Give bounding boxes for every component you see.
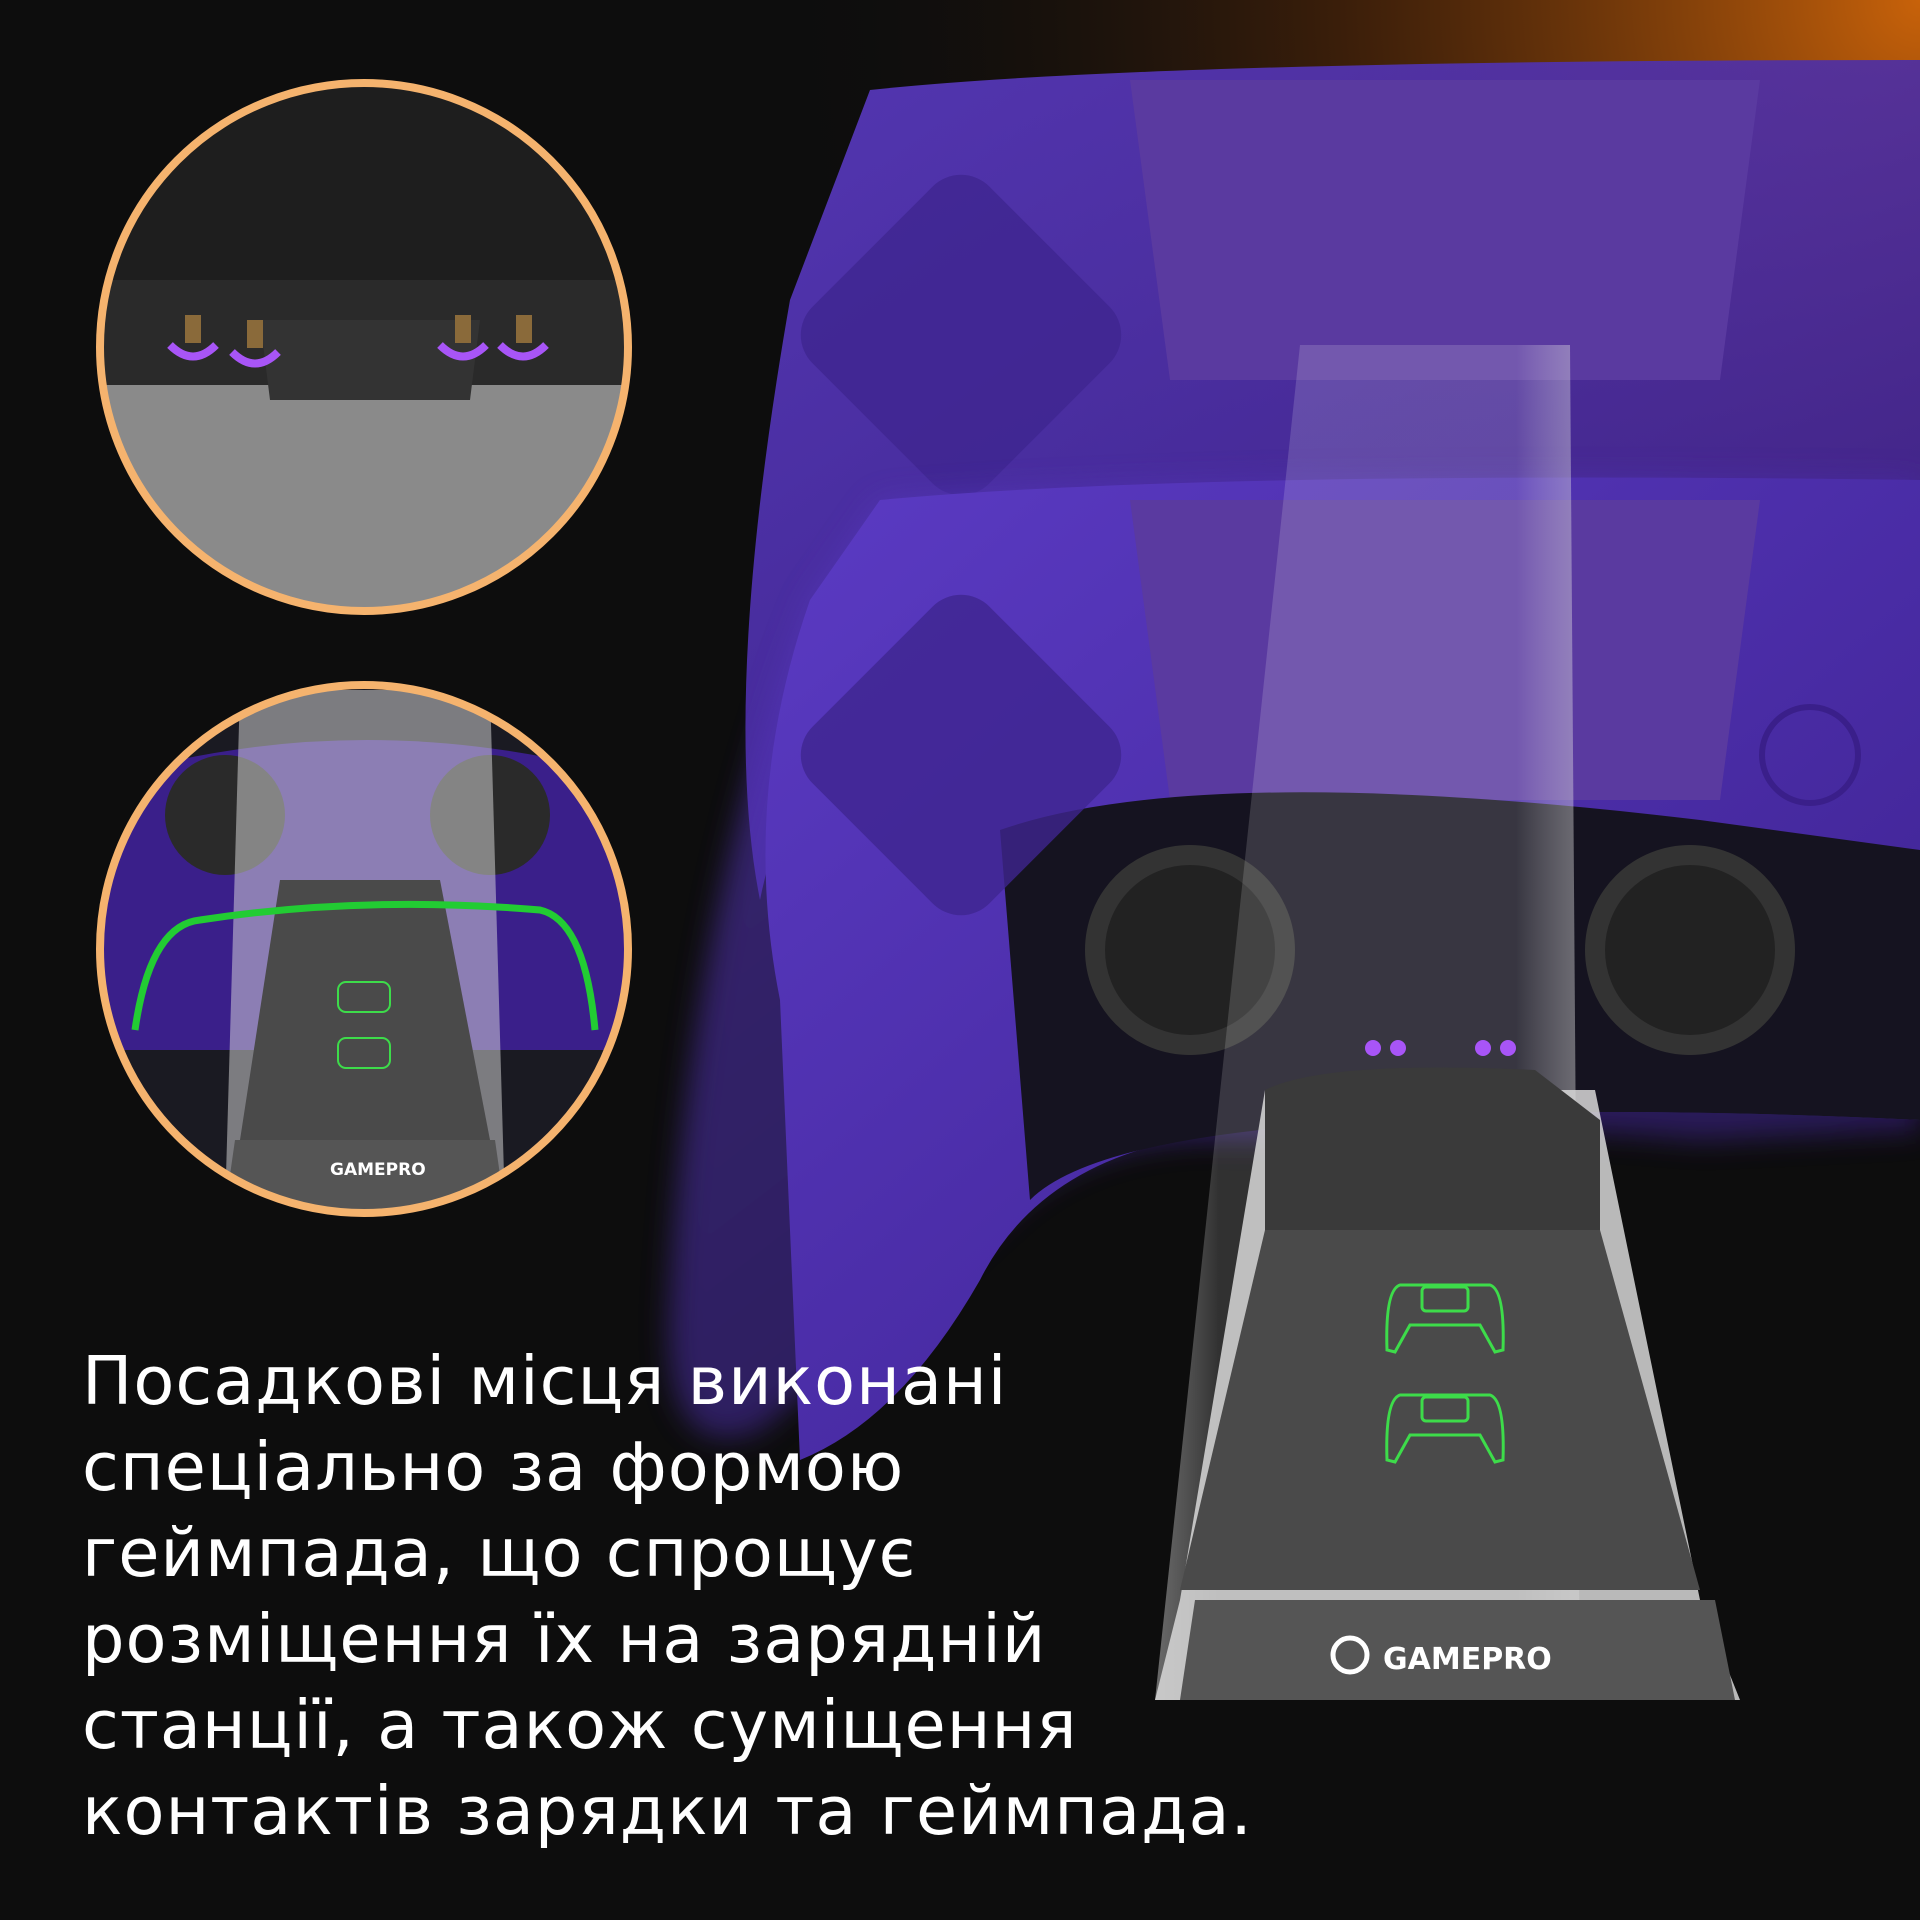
caption-text: Посадкові місця виконані спеціально за ф… [82, 1338, 1282, 1854]
caption-line: розміщення їх на зарядній [82, 1600, 1047, 1678]
caption-line: Посадкові місця виконані [82, 1342, 1008, 1420]
caption-line: контактів зарядки та геймпада. [82, 1772, 1253, 1850]
caption-line: спеціально за формою [82, 1428, 905, 1506]
gamepad-icon [1385, 1283, 1505, 1354]
gamepro-logo: GAMEPRO [1330, 1635, 1552, 1677]
detail-circle-contacts [96, 79, 632, 615]
logo-text: GAMEPRO [1383, 1642, 1552, 1677]
detail-circle-stand: GAMEPRO [96, 681, 632, 1217]
caption-line: геймпада, що спрощує [82, 1514, 917, 1592]
gamepad-icon [1385, 1393, 1505, 1464]
caption-line: станції, а також суміщення [82, 1686, 1078, 1764]
logo-text-small: GAMEPRO [330, 1160, 426, 1180]
charging-stand: GAMEPRO [1155, 345, 1740, 1700]
